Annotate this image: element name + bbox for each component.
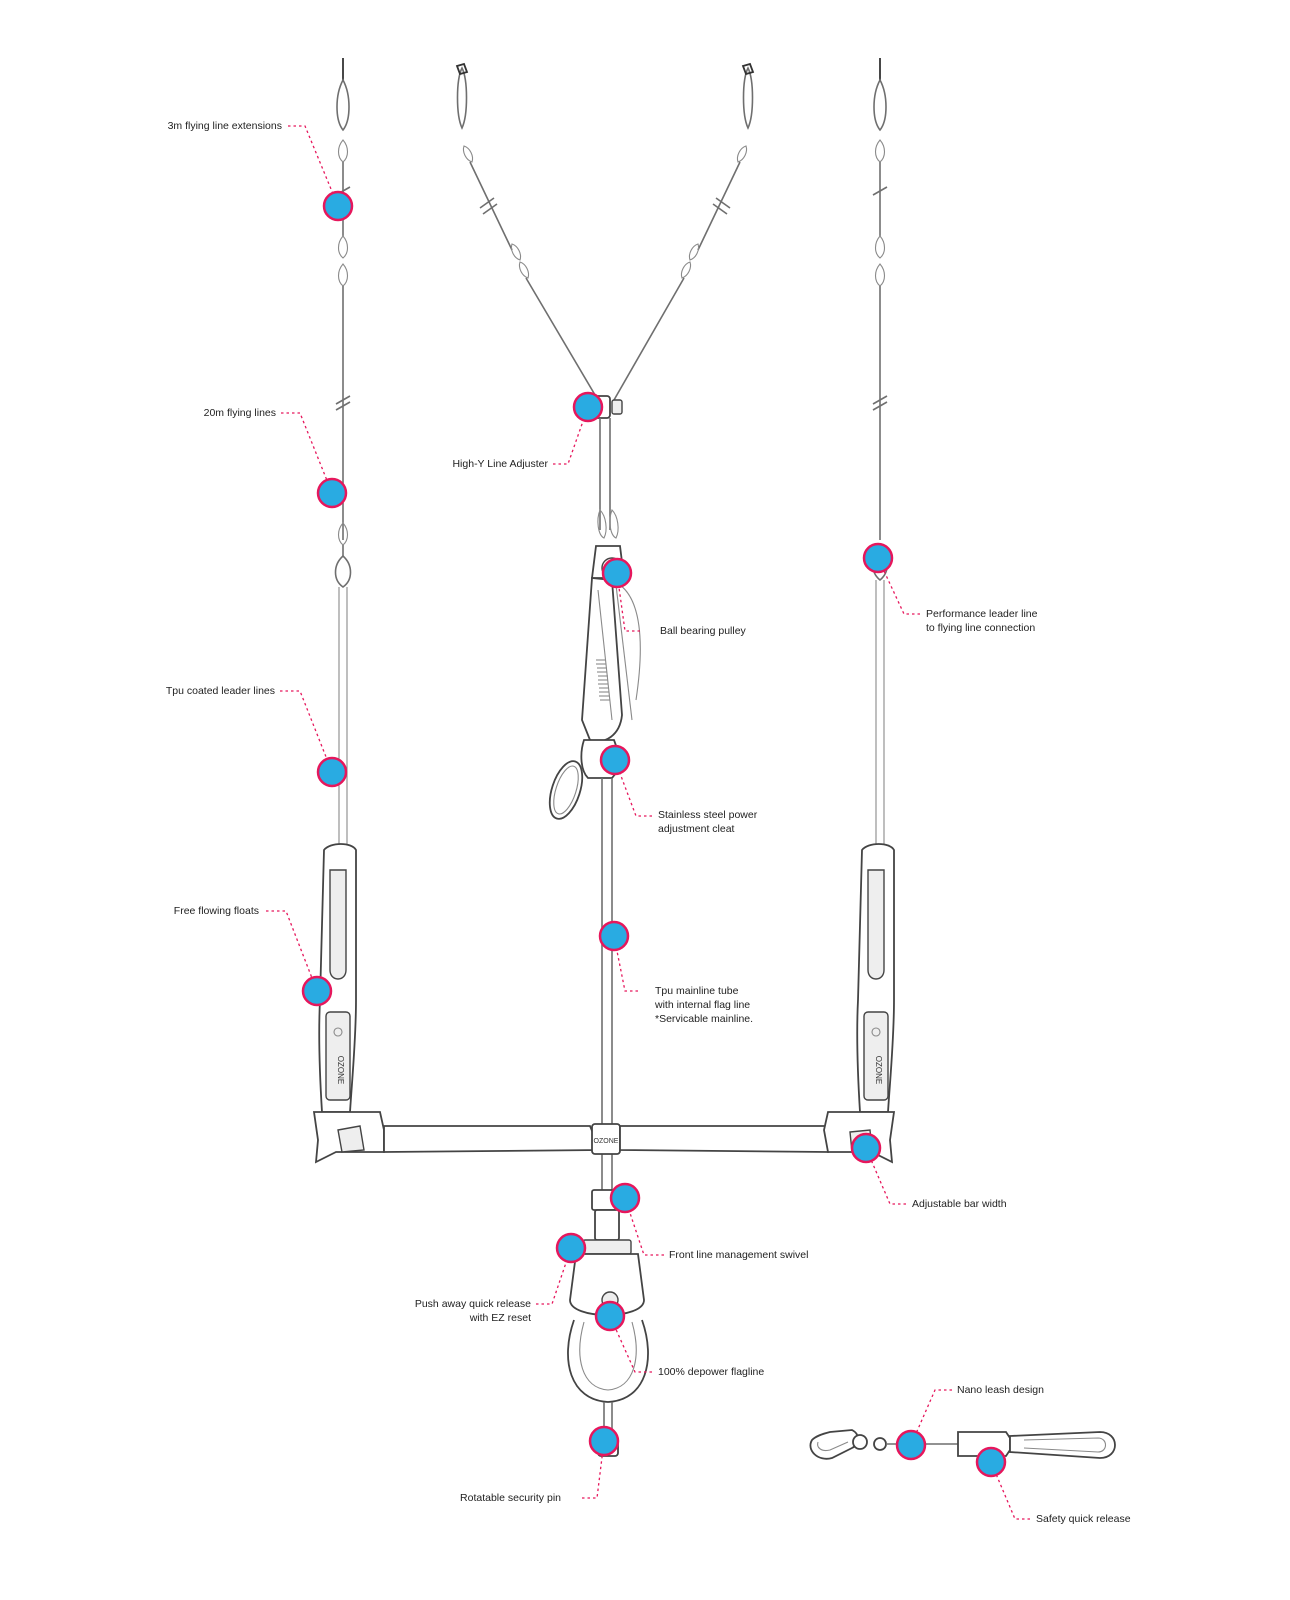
markers	[301, 190, 1007, 1478]
label-flying-lines: 20m flying lines	[203, 407, 276, 419]
label-swivel: Front line management swivel	[669, 1249, 809, 1261]
marker-mainline	[598, 920, 630, 952]
nano-leash	[809, 1429, 1116, 1460]
marker-flying-line-extensions	[322, 190, 354, 222]
center-front-lines	[455, 62, 755, 539]
label-flying-line-extensions: 3m flying line extensions	[167, 120, 282, 132]
label-performance-leader: Performance leader line to flying line c…	[926, 608, 1038, 634]
bar-center-brand-text: OZONE	[594, 1138, 619, 1145]
marker-safety-release	[975, 1446, 1007, 1478]
marker-nano-leash	[895, 1429, 927, 1461]
marker-free-floats	[301, 975, 333, 1007]
label-security-pin: Rotatable security pin	[460, 1492, 561, 1504]
left-float: OZONE	[318, 843, 357, 1113]
label-nano-leash: Nano leash design	[957, 1384, 1044, 1396]
label-bar-width: Adjustable bar width	[912, 1198, 1007, 1210]
label-tpu-leader-lines: Tpu coated leader lines	[165, 685, 275, 697]
left-float-brand-text: OZONE	[336, 1056, 345, 1084]
right-flying-line	[871, 58, 889, 848]
label-quick-release: Push away quick release with EZ reset	[414, 1298, 531, 1324]
marker-tpu-leader-lines	[316, 756, 348, 788]
marker-ball-bearing-pulley	[601, 557, 633, 589]
marker-security-pin	[588, 1425, 620, 1457]
marker-bar-width	[850, 1132, 882, 1164]
right-float: OZONE	[856, 843, 895, 1113]
label-power-cleat: Stainless steel power adjustment cleat	[658, 809, 758, 835]
label-high-y-adjuster: High-Y Line Adjuster	[452, 458, 548, 470]
label-free-floats: Free flowing floats	[173, 905, 259, 917]
marker-performance-leader	[862, 542, 894, 574]
left-flying-line	[334, 58, 352, 848]
leader-lines	[266, 125, 1030, 1520]
marker-flagline	[594, 1300, 626, 1332]
label-ball-bearing-pulley: Ball bearing pulley	[660, 625, 746, 637]
marker-swivel	[609, 1182, 641, 1214]
control-bar: OZONE	[312, 1111, 896, 1164]
marker-power-cleat	[599, 744, 631, 776]
label-safety-release: Safety quick release	[1036, 1513, 1131, 1525]
depower-assembly	[548, 545, 641, 1190]
label-flagline: 100% depower flagline	[658, 1366, 765, 1378]
right-float-brand-text: OZONE	[874, 1056, 883, 1084]
marker-quick-release	[555, 1232, 587, 1264]
label-mainline: Tpu mainline tube with internal flag lin…	[655, 985, 754, 1025]
marker-flying-lines	[316, 477, 348, 509]
marker-high-y-adjuster	[572, 391, 604, 423]
